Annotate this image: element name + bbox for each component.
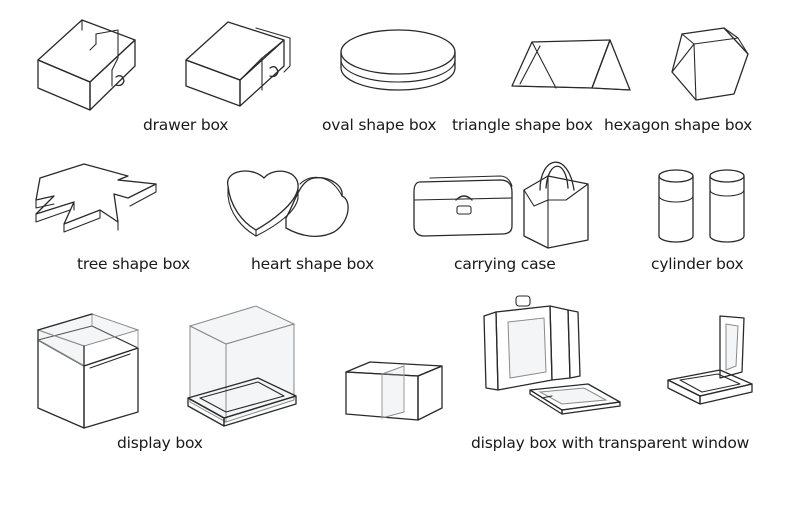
triangle-box-icon: [511, 39, 631, 91]
window-display-box-icon-2: [483, 295, 621, 415]
display-box-icon: [36, 313, 140, 429]
tree-box-icon: [35, 163, 157, 233]
carrying-case-icon: [413, 175, 513, 237]
label-oval-shape-box: oval shape box: [322, 116, 437, 134]
label-triangle-shape-box: triangle shape box: [452, 116, 593, 134]
hexagon-box-icon: [671, 27, 749, 101]
label-carrying-case: carrying case: [454, 255, 556, 273]
drawer-box-icon-2: [185, 21, 291, 107]
display-box-icon-2: [187, 305, 297, 427]
heart-box-icon: [227, 170, 349, 238]
oval-box-icon: [340, 29, 456, 91]
cylinder-box-icon-2: [709, 169, 745, 243]
drawer-box-icon: [37, 19, 136, 111]
label-cylinder-box: cylinder box: [651, 255, 744, 273]
label-display-box: display box: [117, 434, 203, 452]
window-display-box-icon: [345, 361, 443, 421]
label-display-box-window: display box with transparent window: [471, 434, 750, 452]
label-hexagon-shape-box: hexagon shape box: [604, 116, 753, 134]
label-heart-shape-box: heart shape box: [251, 255, 374, 273]
carrying-case-bag-icon: [523, 161, 589, 249]
label-tree-shape-box: tree shape box: [77, 255, 191, 273]
window-display-box-icon-3: [667, 315, 753, 405]
cylinder-box-icon: [658, 169, 694, 243]
label-drawer-box: drawer box: [143, 116, 229, 134]
